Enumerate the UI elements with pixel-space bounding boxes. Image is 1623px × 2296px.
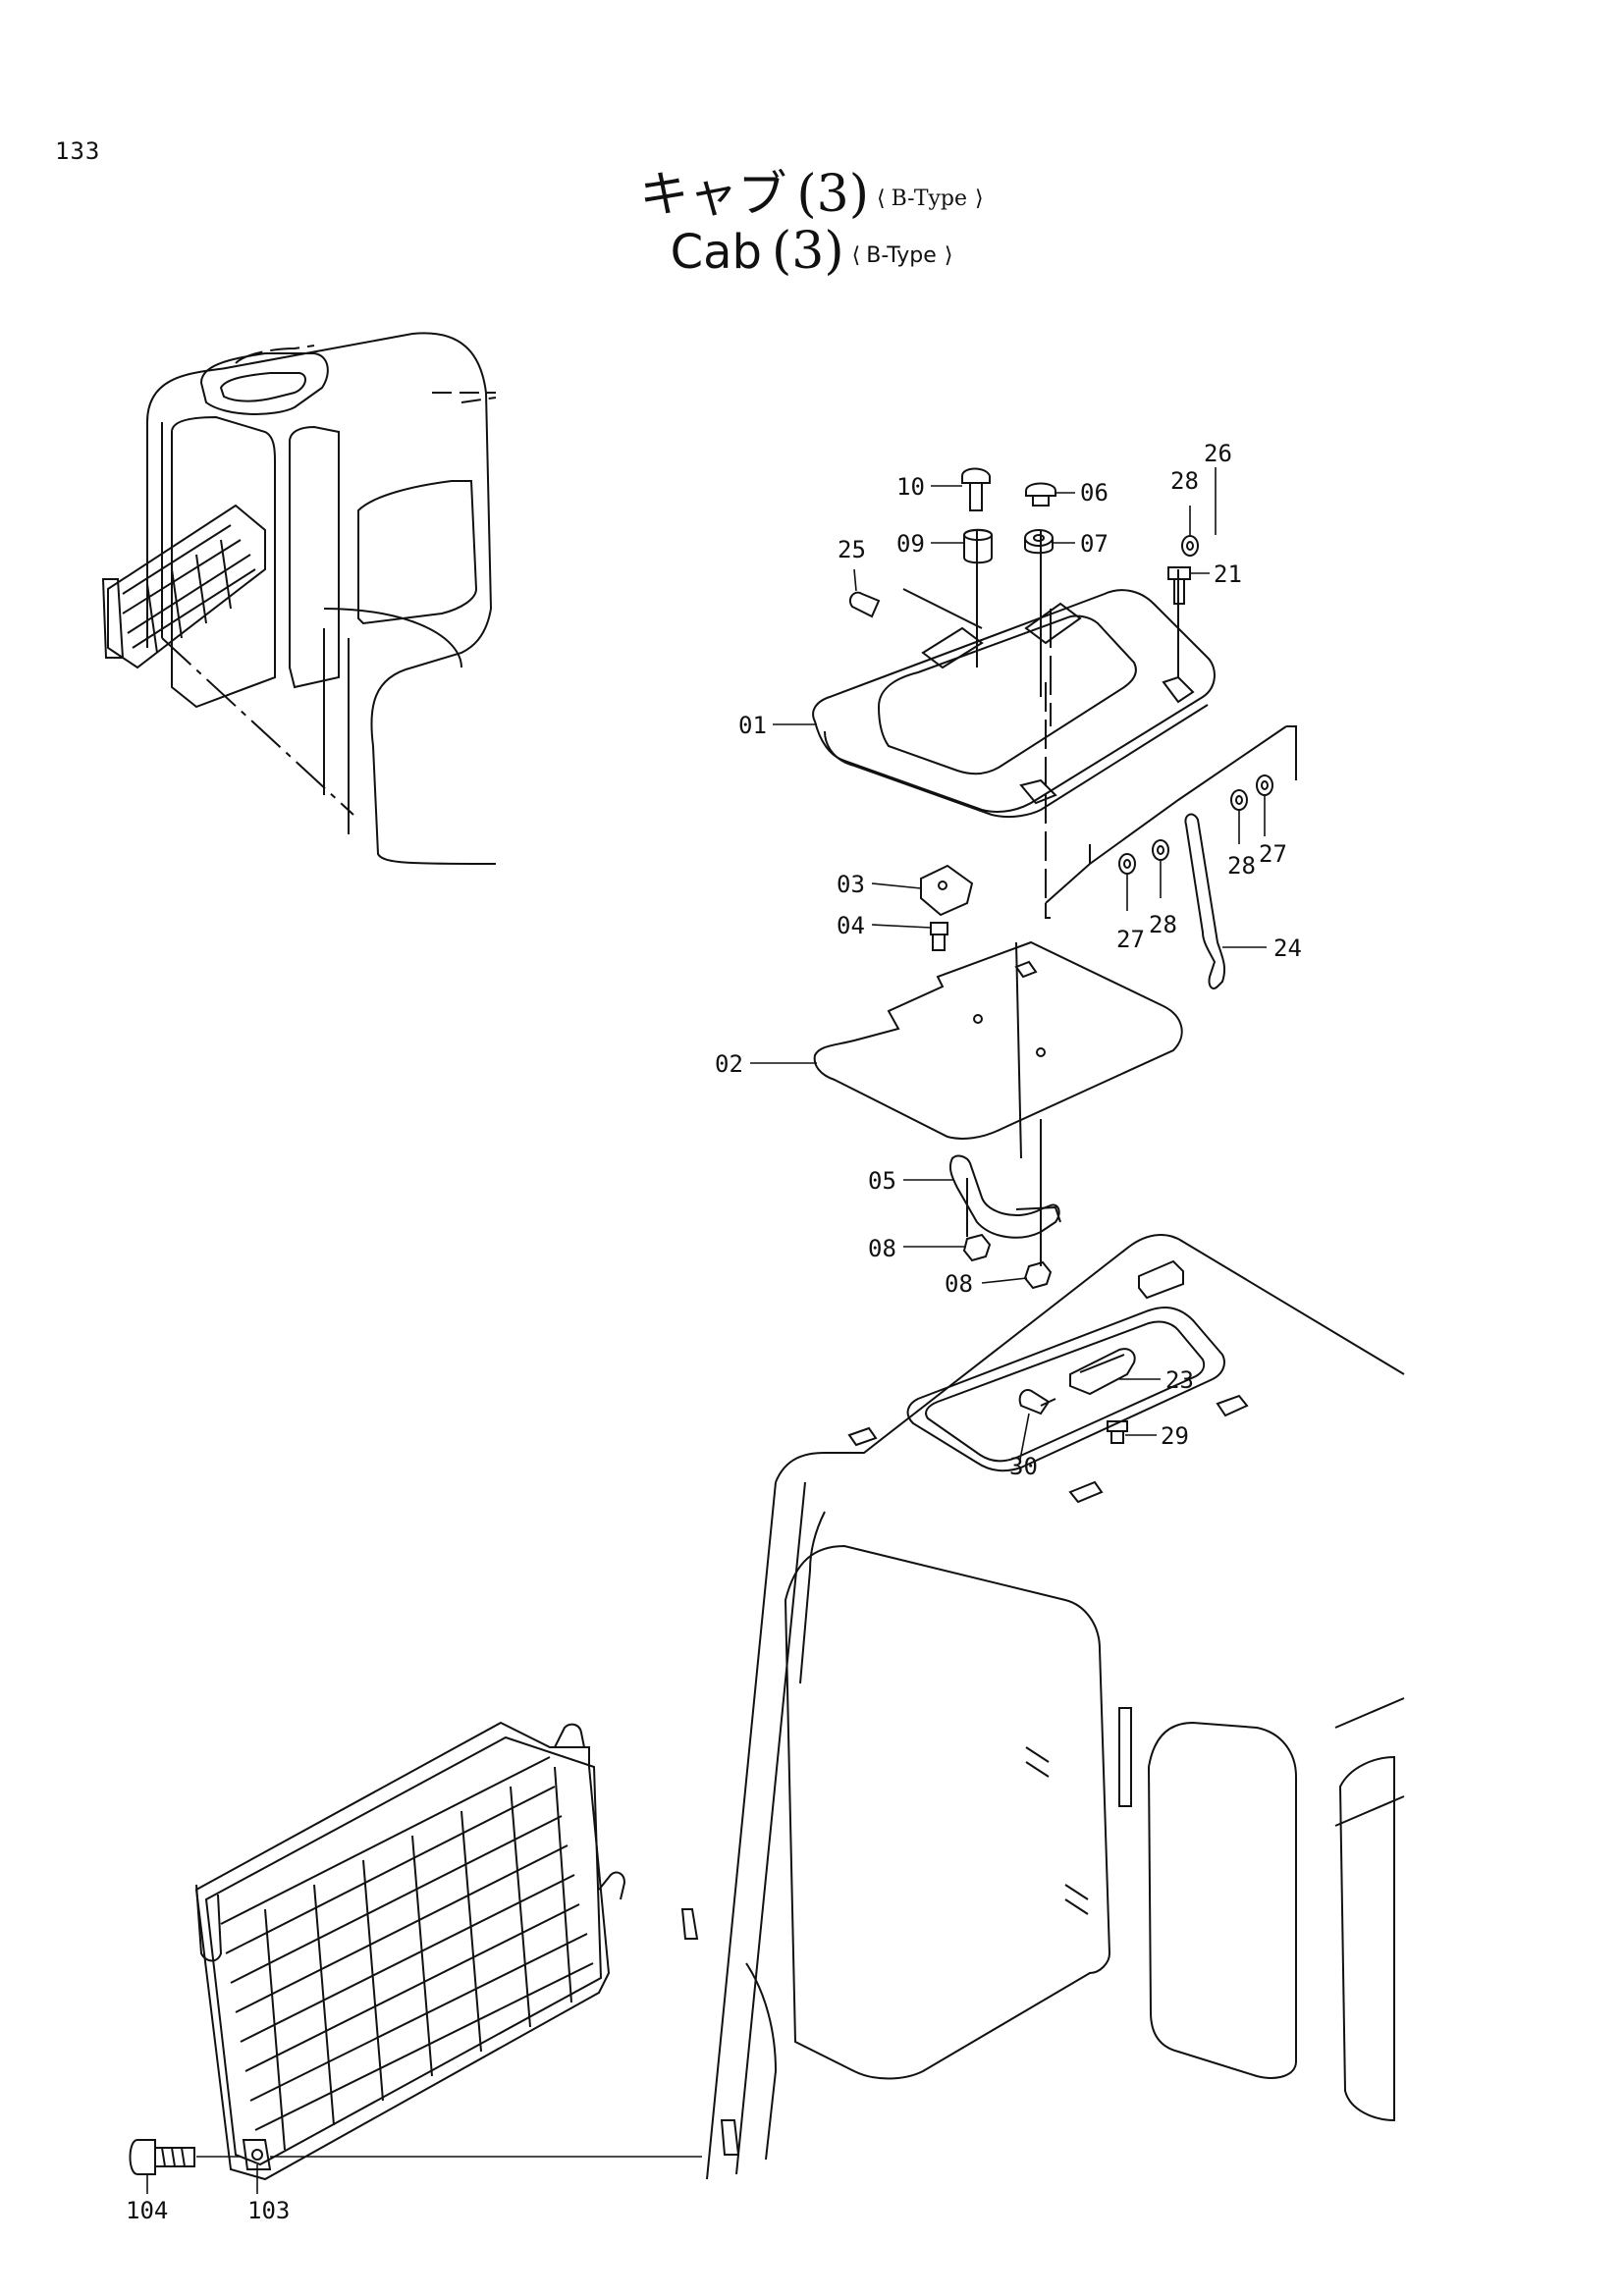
callout-08-right: 08: [945, 1270, 973, 1298]
callout-25: 25: [838, 536, 866, 563]
callout-01: 01: [738, 712, 767, 739]
callout-02: 02: [715, 1050, 743, 1078]
bolt-104: [129, 2139, 195, 2175]
callout-103: 103: [247, 2197, 290, 2224]
callout-29: 29: [1161, 1422, 1189, 1450]
callout-21: 21: [1214, 561, 1242, 588]
overview-cab: [101, 332, 497, 865]
callout-09: 09: [896, 530, 925, 558]
callout-05: 05: [868, 1167, 896, 1195]
title-en-number: (3): [772, 222, 844, 281]
page-number: 133: [55, 137, 101, 165]
callout-08-left: 08: [868, 1235, 896, 1262]
callout-24: 24: [1273, 934, 1302, 962]
roof-hatch-assembly: [812, 467, 1297, 1290]
title-en-variant: B-Type: [866, 242, 937, 268]
callout-03: 03: [837, 871, 865, 898]
callout-28-top: 28: [1170, 467, 1199, 495]
page-title-english: Cab(3)⟨B-Type⟩: [670, 222, 953, 281]
title-jp-number: (3): [796, 165, 870, 224]
title-jp-variant: B-Type: [891, 186, 968, 211]
title-jp-text: キャブ: [639, 166, 787, 223]
callout-28-right: 28: [1227, 852, 1256, 880]
callout-30: 30: [1009, 1453, 1038, 1480]
callout-26: 26: [1204, 440, 1232, 467]
callout-06: 06: [1080, 479, 1109, 507]
callout-23: 23: [1165, 1366, 1194, 1394]
callout-labels: 10 06 28 26 09 07 25 21 01 03 04 28 27 2…: [126, 440, 1302, 2224]
callout-07: 07: [1080, 530, 1109, 558]
callout-27-left: 27: [1116, 926, 1145, 953]
callout-104: 104: [126, 2197, 168, 2224]
page-title-japanese: キャブ(3)⟨B-Type⟩: [639, 165, 984, 224]
callout-27-right: 27: [1259, 840, 1287, 868]
callout-10: 10: [896, 473, 925, 501]
main-cab: [680, 1234, 1405, 2180]
callout-28-left: 28: [1149, 911, 1177, 938]
window-guard-grille: [194, 1721, 626, 2181]
title-en-text: Cab: [670, 225, 762, 280]
leader-lines: [146, 467, 1267, 2194]
callout-04: 04: [837, 912, 865, 939]
